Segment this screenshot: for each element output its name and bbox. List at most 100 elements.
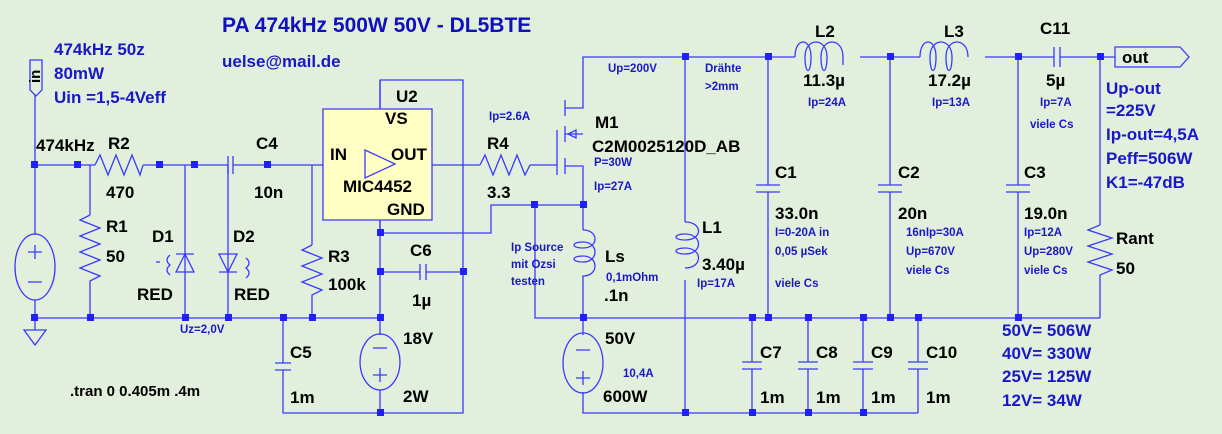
c11-name: C11 <box>1040 19 1070 38</box>
c10-name: C10 <box>926 343 957 362</box>
input-note: Uin =1,5-4Veff <box>54 88 166 107</box>
d2-value: RED <box>234 285 270 304</box>
resistor-r4 <box>479 153 531 177</box>
capacitor-c4 <box>227 156 234 174</box>
supply-50v-value: 50V <box>605 329 636 348</box>
component-symbols <box>14 41 1190 394</box>
capacitor-c6 <box>419 264 427 280</box>
zener-voltage-note: Uz=2,0V <box>180 324 225 336</box>
wire-note: Drähte <box>705 63 741 75</box>
source-frequency-label: 474kHz <box>36 136 95 155</box>
ic-u2-body <box>322 108 433 221</box>
r1-name: R1 <box>106 217 128 236</box>
resistor-r3 <box>300 244 324 300</box>
r3-value: 100k <box>328 275 366 294</box>
rant-name: Rant <box>1116 229 1154 248</box>
c4-name: C4 <box>256 134 278 153</box>
output-note: Peff=506W <box>1106 149 1193 168</box>
c6-name: C6 <box>410 241 432 260</box>
led-light-arrows <box>156 254 250 279</box>
c11-value: 5µ <box>1046 71 1065 90</box>
output-port-icon <box>1114 46 1190 68</box>
c7-value: 1m <box>760 388 785 407</box>
author-email: uelse@mail.de <box>222 52 341 71</box>
c3-value: 19.0n <box>1024 204 1067 223</box>
input-note: 474kHz 50z <box>54 40 145 59</box>
capacitor-c11 <box>1053 47 1061 67</box>
resistor-r1 <box>78 214 102 285</box>
ls-test-note: mit Ozsi <box>511 259 556 271</box>
c9-name: C9 <box>871 343 893 362</box>
c1-name: C1 <box>775 163 797 182</box>
capacitors-c1-c3 <box>756 184 1030 193</box>
power-table-row: 50V= 506W <box>1002 321 1092 340</box>
m1-note: Ip=27A <box>594 181 632 193</box>
ls-test-note: testen <box>511 276 545 288</box>
labels: PA 474kHz 500W 50V - DL5BTE uelse@mail.d… <box>27 14 1199 410</box>
resistor-r2 <box>94 153 144 177</box>
inductor-l3 <box>919 41 969 72</box>
ls-note: 0,1mOhm <box>606 272 658 284</box>
voltage-source-18v <box>359 333 401 391</box>
c8-value: 1m <box>816 388 841 407</box>
c1-note: viele Cs <box>775 278 818 290</box>
capacitors-c7-c10 <box>742 361 928 370</box>
junction-dots <box>31 53 1104 416</box>
u2-pin-gnd: GND <box>387 200 425 219</box>
wire-note: >2mm <box>705 81 739 93</box>
supply-50v-current: 10,4A <box>623 368 654 380</box>
l1-value: 3.40µ <box>702 255 745 274</box>
resistor-rant <box>1085 224 1115 285</box>
source-polarity <box>28 245 42 283</box>
l2-name: L2 <box>815 22 835 41</box>
c2-note: viele Cs <box>906 265 949 277</box>
l2-note: Ip=24A <box>808 97 846 109</box>
r4-note: Ip=2.6A <box>489 111 530 123</box>
supply-18v-power: 2W <box>403 387 429 406</box>
ls-test-note: Ip Source <box>511 242 563 254</box>
r4-name: R4 <box>487 134 509 153</box>
r2-name: R2 <box>108 134 130 153</box>
spice-directive: .tran 0 0.405m .4m <box>70 383 200 400</box>
c2-note: 16nIp=30A <box>906 227 964 239</box>
inductor-l1 <box>675 221 700 269</box>
output-note: Up-out <box>1106 79 1161 98</box>
r3-name: R3 <box>328 247 350 266</box>
power-table-row: 40V= 330W <box>1002 344 1092 363</box>
c6-value: 1µ <box>412 291 431 310</box>
power-table-row: 12V= 34W <box>1002 391 1083 410</box>
r4-value: 3.3 <box>487 183 511 202</box>
r1-value: 50 <box>106 247 125 266</box>
c9-value: 1m <box>871 388 896 407</box>
output-port-label: out <box>1122 48 1149 67</box>
c2-name: C2 <box>898 163 920 182</box>
u2-name: U2 <box>396 87 418 106</box>
supply-18v-value: 18V <box>403 329 434 348</box>
l2-value: 11.3µ <box>803 71 845 90</box>
diodes-d1-d2 <box>174 252 239 274</box>
m1-name: M1 <box>595 113 619 132</box>
r2-value: 470 <box>106 183 134 202</box>
output-note: Ip-out=4,5A <box>1106 125 1199 144</box>
ls-name: Ls <box>605 247 625 266</box>
power-table-row: 25V= 125W <box>1002 367 1092 386</box>
l3-name: L3 <box>944 22 964 41</box>
drain-voltage-note: Up=200V <box>608 63 657 75</box>
l1-note: Ip=17A <box>697 278 735 290</box>
c8-name: C8 <box>816 343 838 362</box>
l3-value: 17.2µ <box>928 71 971 90</box>
input-port-icon <box>29 59 43 97</box>
l1-name: L1 <box>702 218 722 237</box>
c5-name: C5 <box>290 343 312 362</box>
output-note: K1=-47dB <box>1106 173 1185 192</box>
input-note: 80mW <box>54 64 105 83</box>
c2-note: Up=670V <box>906 246 955 258</box>
u2-pin-out: OUT <box>391 145 428 164</box>
buffer-triangle-icon <box>364 148 397 180</box>
rant-value: 50 <box>1116 259 1135 278</box>
d1-value: RED <box>137 285 173 304</box>
input-port-label: in <box>27 70 44 83</box>
c3-name: C3 <box>1024 163 1046 182</box>
inductor-l2 <box>794 41 844 72</box>
